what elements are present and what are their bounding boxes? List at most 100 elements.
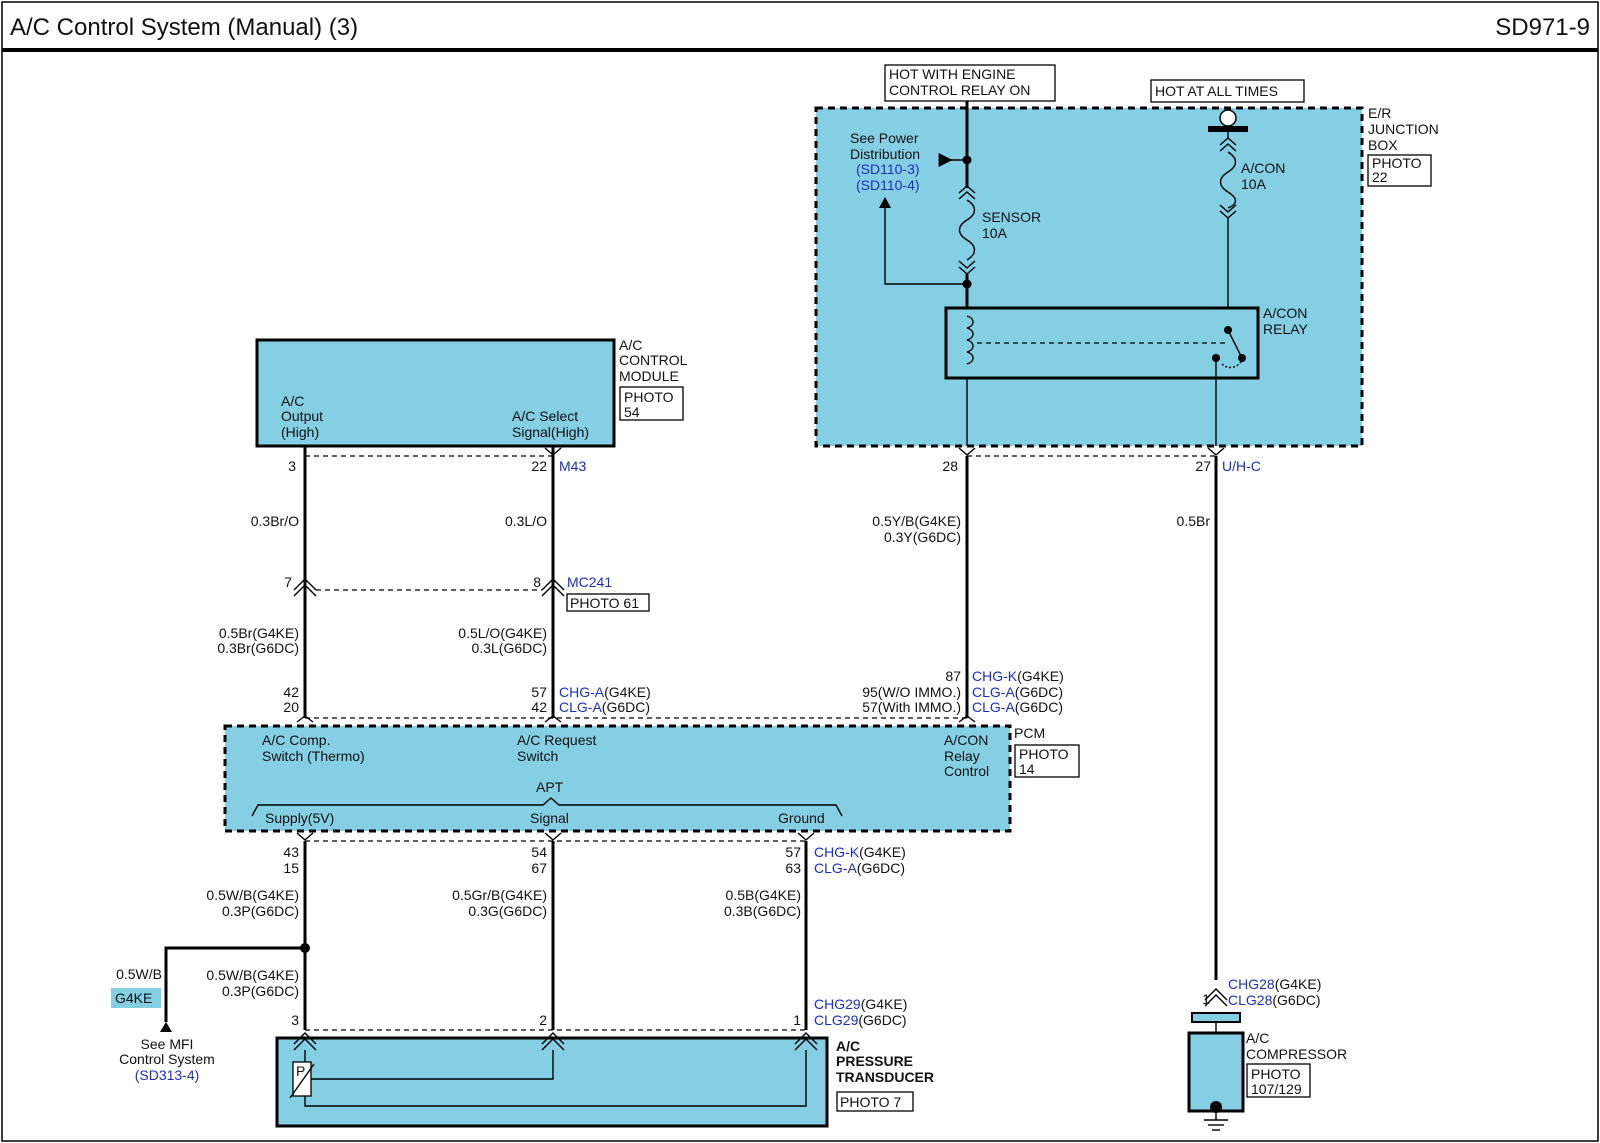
comp-photo-2: 107/129 xyxy=(1251,1081,1302,1097)
ac-compressor: 1 CHG28(G4KE) CLG28(G6DC) A/C COMPRESSOR… xyxy=(1187,976,1347,1131)
svg-text:CLG28(G6DC): CLG28(G6DC) xyxy=(1228,992,1321,1008)
tag-g6dc: (G6DC) xyxy=(1015,684,1063,700)
hot-engine-line1: HOT WITH ENGINE xyxy=(889,66,1016,82)
pcm-name: PCM xyxy=(1014,725,1045,741)
pcm-request-2: Switch xyxy=(517,748,558,764)
ref-sd110-4[interactable]: (SD110-4) xyxy=(856,177,920,193)
tag-g4ke: (G4KE) xyxy=(1275,976,1322,992)
see-mfi-1: See MFI xyxy=(141,1036,194,1052)
conn-chg-k-2[interactable]: CHG-K xyxy=(814,844,860,860)
pcm-pin-95: 95(W/O IMMO.) xyxy=(862,684,961,700)
ref-sd110-3[interactable]: (SD110-3) xyxy=(856,161,920,177)
jbox-label-2: JUNCTION xyxy=(1368,121,1439,137)
connector-m43[interactable]: M43 xyxy=(559,458,586,474)
pcm-comp-switch-1: A/C Comp. xyxy=(262,732,330,748)
pcm-photo-2: 14 xyxy=(1019,761,1035,777)
jbox-photo-2: 22 xyxy=(1372,169,1388,185)
wire-acm-22: 0.3L/O xyxy=(505,513,547,529)
pin-63: 63 xyxy=(785,860,801,876)
sensor-fuse-label: SENSOR xyxy=(982,209,1041,225)
conn-chg-a[interactable]: CHG-A xyxy=(559,684,605,700)
pcm-pin-20: 20 xyxy=(283,699,299,715)
conn-pin-8: 8 xyxy=(533,574,541,590)
pcm: A/C Comp. Switch (Thermo) A/C Request Sw… xyxy=(223,715,1080,842)
see-mfi-2: Control System xyxy=(119,1051,215,1067)
conn-clg-a[interactable]: CLG-A xyxy=(559,699,602,715)
tag-g4ke: (G4KE) xyxy=(1017,668,1064,684)
comp-name-2: COMPRESSOR xyxy=(1246,1046,1347,1062)
tag-g4ke: (G4KE) xyxy=(604,684,651,700)
acm-pin-22: 22 xyxy=(531,458,547,474)
acm-output-1: A/C xyxy=(281,393,304,409)
acon-fuse-rating: 10A xyxy=(1241,176,1267,192)
tag-g6dc: (G6DC) xyxy=(1272,992,1320,1008)
sensor-fuse-circuit: See Power Distribution (SD110-3) (SD110-… xyxy=(850,101,1041,312)
svg-text:CLG-A(G6DC): CLG-A(G6DC) xyxy=(972,699,1063,715)
tag-g6dc: (G6DC) xyxy=(1015,699,1063,715)
page-code: SD971-9 xyxy=(1495,14,1590,41)
acon-relay: A/CON RELAY xyxy=(944,305,1309,446)
acm-output-2: Output xyxy=(281,408,323,424)
conn-chg29[interactable]: CHG29 xyxy=(814,996,861,1012)
junction-box: E/R JUNCTION BOX PHOTO 22 xyxy=(814,105,1439,448)
wire-ground-g6dc: 0.3B(G6DC) xyxy=(724,903,801,919)
jbox-outputs: 28 27 U/H-C 0.5Y/B(G4KE) 0.3Y(G6DC) 0.5B… xyxy=(872,447,1261,980)
conn-clg28[interactable]: CLG28 xyxy=(1228,992,1273,1008)
pcm-request-1: A/C Request xyxy=(517,732,596,748)
comp-photo-1: PHOTO xyxy=(1251,1066,1301,1082)
wire-supply-g6dc: 0.3P(G6DC) xyxy=(222,903,299,919)
conn-chg28[interactable]: CHG28 xyxy=(1228,976,1275,992)
apt-name-3: TRANSDUCER xyxy=(836,1069,934,1085)
conn-clg-a-3[interactable]: CLG-A xyxy=(972,699,1015,715)
connector-uhc[interactable]: U/H-C xyxy=(1222,458,1261,474)
comp-pin-1: 1 xyxy=(1202,991,1210,1007)
see-power-1: See Power xyxy=(850,130,919,146)
pcm-relay-ctl-2: Relay xyxy=(944,748,980,764)
pin-28: 28 xyxy=(942,458,958,474)
acm-photo-1: PHOTO xyxy=(624,389,674,405)
pcm-photo-1: PHOTO xyxy=(1019,746,1069,762)
acm-photo-2: 54 xyxy=(624,404,640,420)
wire-b-g6dc: 0.3L(G6DC) xyxy=(472,640,547,656)
pcm-relay-ctl-3: Control xyxy=(944,763,989,779)
acm-name-2: CONTROL xyxy=(619,352,688,368)
pcm-pin-87: 87 xyxy=(945,668,961,684)
pcm-input-pins: 42 20 57 42 CHG-A(G4KE) CLG-A(G6DC) 87 9… xyxy=(283,668,1064,719)
pin-43: 43 xyxy=(283,844,299,860)
conn-chg-k[interactable]: CHG-K xyxy=(972,668,1018,684)
see-power-2: Distribution xyxy=(850,146,920,162)
wire-a-g4ke: 0.5Br(G4KE) xyxy=(219,625,299,641)
acm-name-3: MODULE xyxy=(619,368,679,384)
apt-pin-3: 3 xyxy=(291,1012,299,1028)
svg-text:CLG-A(G6DC): CLG-A(G6DC) xyxy=(972,684,1063,700)
apt-name-2: PRESSURE xyxy=(836,1053,913,1069)
conn-clg-a-2[interactable]: CLG-A xyxy=(972,684,1015,700)
tag-g6dc: (G6DC) xyxy=(602,699,650,715)
pin-67: 67 xyxy=(531,860,547,876)
svg-text:CLG-A(G6DC): CLG-A(G6DC) xyxy=(559,699,650,715)
svg-text:CHG-K(G4KE): CHG-K(G4KE) xyxy=(814,844,906,860)
ref-sd313-4[interactable]: (SD313-4) xyxy=(135,1067,200,1083)
svg-text:CLG29(G6DC): CLG29(G6DC) xyxy=(814,1012,907,1028)
wire-ground-g4ke: 0.5B(G4KE) xyxy=(726,887,801,903)
pcm-pin-57w: 57(With IMMO.) xyxy=(862,699,961,715)
tag-g6dc: (G6DC) xyxy=(857,860,905,876)
jbox-photo-1: PHOTO xyxy=(1372,155,1422,171)
wire-a-g6dc: 0.3Br(G6DC) xyxy=(217,640,299,656)
wire-branch-g4ke: 0.5W/B(G4KE) xyxy=(206,967,299,983)
pcm-ground: Ground xyxy=(778,810,825,826)
wire-28-g6dc: 0.3Y(G6DC) xyxy=(884,529,961,545)
pcm-comp-switch-2: Switch (Thermo) xyxy=(262,748,365,764)
acon-fuse-label: A/CON xyxy=(1241,160,1285,176)
page-title: A/C Control System (Manual) (3) xyxy=(10,14,358,41)
conn-clg29[interactable]: CLG29 xyxy=(814,1012,859,1028)
pcm-relay-ctl-1: A/CON xyxy=(944,732,988,748)
relay-label-2: RELAY xyxy=(1263,321,1309,337)
conn-clg-a-4[interactable]: CLG-A xyxy=(814,860,857,876)
connector-mc241[interactable]: MC241 xyxy=(567,574,612,590)
acm-output-3: (High) xyxy=(281,424,319,440)
acm-pin-3: 3 xyxy=(288,458,296,474)
wire-supply-g4ke: 0.5W/B(G4KE) xyxy=(206,887,299,903)
